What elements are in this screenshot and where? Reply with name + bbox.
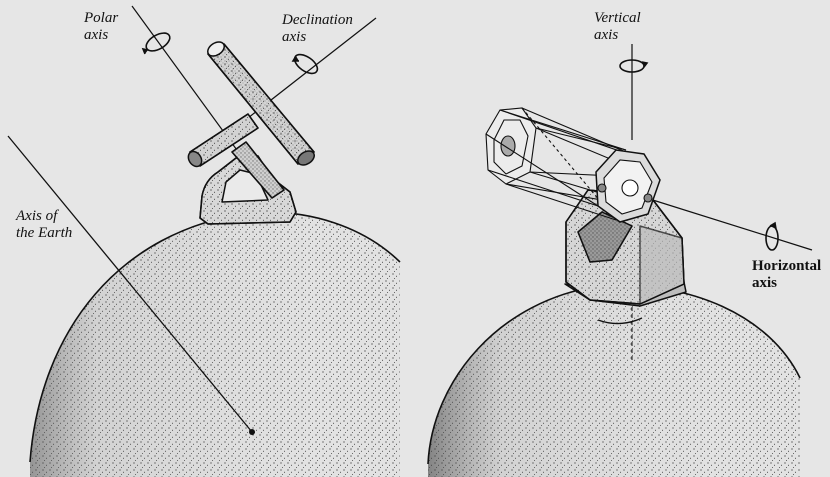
- right-earth-globe: [427, 284, 801, 477]
- vertical-rotation-arrow-icon: [619, 59, 649, 73]
- horizontal-rotation-arrow-icon: [765, 221, 779, 251]
- earth-axis-label: Axis of the Earth: [16, 208, 73, 241]
- earth-axis-line: [7, 135, 255, 435]
- left-earth-globe: [29, 211, 401, 477]
- horizontal-axis-line: [639, 195, 813, 251]
- vertical-axis-label: Vertical axis: [594, 10, 641, 43]
- polar-rotation-arrow-icon: [141, 32, 171, 55]
- declination-axis-label: Declination axis: [282, 12, 353, 45]
- horizontal-axis-label: Horizontal axis: [752, 258, 822, 291]
- polar-axis-label: Polar axis: [84, 10, 119, 43]
- altaz-mount: [564, 189, 687, 325]
- truss-telescope: [485, 107, 661, 223]
- declination-rotation-arrow-icon: [291, 53, 319, 75]
- equatorial-mount: [187, 41, 315, 225]
